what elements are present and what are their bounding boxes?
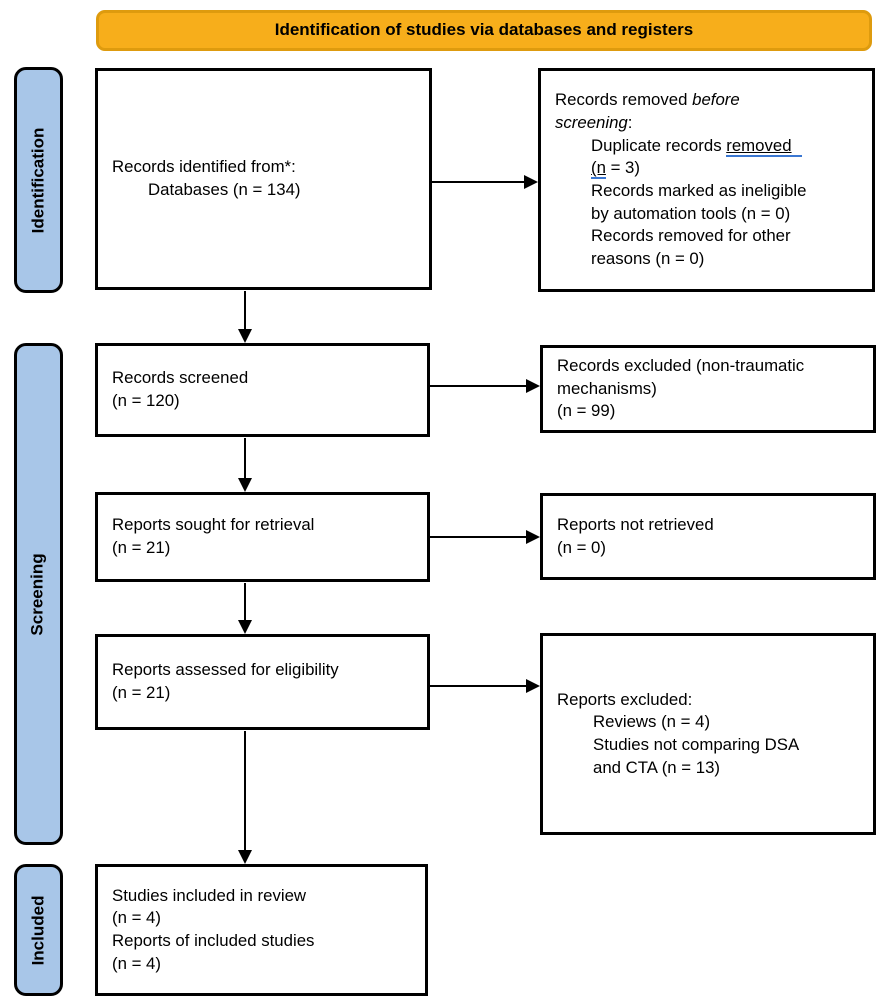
ineligible-automation-line2: by automation tools (n = 0) <box>591 203 791 223</box>
arrow-down-assessed-to-included-head <box>238 850 252 864</box>
banner-title: Identification of studies via databases … <box>274 20 694 40</box>
records-removed-title-italic2: screening <box>555 112 628 132</box>
removed-other-line2: reasons (n = 0) <box>591 249 705 269</box>
stage-label-screening-text: Screening <box>28 552 48 636</box>
duplicate-records-line2: (n = 3) <box>591 157 862 180</box>
records-excluded-line2: mechanisms) <box>557 378 657 398</box>
reports-assessed-line2: (n = 21) <box>112 683 171 702</box>
records-identified-line2: Databases (n = 134) <box>148 180 301 199</box>
records-removed-title-line2: screening: <box>555 112 862 135</box>
reports-assessed-line1: Reports assessed for eligibility <box>112 660 339 680</box>
duplicate-records-n-rest: = 3) <box>605 158 640 178</box>
stage-label-screening: Screening <box>14 343 63 845</box>
studies-included-line3: Reports of included studies <box>112 931 315 950</box>
arrow-down-identified-to-screened-line <box>244 291 246 329</box>
arrow-right-sought-to-notretrieved-head <box>526 530 540 544</box>
box-reports-assessed: Reports assessed for eligibility (n = 21… <box>95 634 430 730</box>
reports-excluded-title: Reports excluded: <box>557 689 693 709</box>
records-identified-line1: Records identified from*: <box>112 157 296 177</box>
box-reports-excluded: Reports excluded: Reviews (n = 4) Studie… <box>540 633 876 835</box>
records-removed-title-italic1: before <box>692 90 740 110</box>
records-excluded-line1: Records excluded (non-traumatic <box>557 356 805 375</box>
box-records-excluded: Records excluded (non-traumatic mechanis… <box>540 345 876 433</box>
duplicate-records-line1: Duplicate records removed <box>591 135 862 158</box>
banner: Identification of studies via databases … <box>96 10 872 51</box>
removed-other-line1: Records removed for other <box>591 226 791 246</box>
arrow-down-screened-to-sought-line <box>244 438 246 478</box>
duplicate-records-n-underlined: (n <box>591 158 606 180</box>
arrow-down-sought-to-assessed-head <box>238 620 252 634</box>
arrow-down-screened-to-sought-head <box>238 478 252 492</box>
box-records-screened: Records screened (n = 120) <box>95 343 430 437</box>
studies-included-line2: (n = 4) <box>112 908 161 928</box>
records-removed-title-pre: Records removed <box>555 90 693 110</box>
reports-sought-line2: (n = 21) <box>112 538 171 557</box>
stage-label-included: Included <box>14 864 63 996</box>
records-excluded-line3: (n = 99) <box>557 401 616 421</box>
box-studies-included: Studies included in review (n = 4) Repor… <box>95 864 428 996</box>
box-reports-not-retrieved: Reports not retrieved (n = 0) <box>540 493 876 580</box>
records-screened-line1: Records screened <box>112 368 249 388</box>
records-removed-title-colon: : <box>627 112 633 132</box>
box-records-removed-before-screening: Records removed before screening: Duplic… <box>538 68 875 292</box>
reports-not-retrieved-line1: Reports not retrieved <box>557 514 714 534</box>
reports-excluded-item-line1: Reviews (n = 4) <box>593 712 711 732</box>
box-reports-sought: Reports sought for retrieval (n = 21) <box>95 492 430 582</box>
arrow-down-assessed-to-included-line <box>244 731 246 850</box>
reports-excluded-item-line2: Studies not comparing DSA <box>593 735 800 754</box>
duplicate-records-pre: Duplicate records <box>591 135 727 155</box>
arrow-right-assessed-to-excluded-head <box>526 679 540 693</box>
arrow-right-screened-to-excluded-head <box>526 379 540 393</box>
box-records-identified: Records identified from*: Databases (n =… <box>95 68 432 290</box>
arrow-right-assessed-to-excluded-line <box>430 685 526 687</box>
duplicate-records-removed-underlined: removed <box>726 135 802 157</box>
arrow-right-sought-to-notretrieved-line <box>430 536 526 538</box>
arrow-down-identified-to-screened-head <box>238 329 252 343</box>
reports-not-retrieved-line2: (n = 0) <box>557 537 606 557</box>
stage-label-identification: Identification <box>14 67 63 293</box>
arrow-right-identified-to-removed-line <box>432 181 524 183</box>
records-removed-title-line1: Records removed before <box>555 89 862 112</box>
arrow-down-sought-to-assessed-line <box>244 583 246 620</box>
studies-included-line4: (n = 4) <box>112 953 161 973</box>
reports-sought-line1: Reports sought for retrieval <box>112 515 315 535</box>
ineligible-automation-line1: Records marked as ineligible <box>591 181 807 200</box>
arrow-right-screened-to-excluded-line <box>430 385 526 387</box>
arrow-right-identified-to-removed-head <box>524 175 538 189</box>
records-screened-line2: (n = 120) <box>112 391 180 410</box>
stage-label-included-text: Included <box>28 895 48 965</box>
studies-included-line1: Studies included in review <box>112 885 307 905</box>
stage-label-identification-text: Identification <box>28 127 48 233</box>
reports-excluded-item-line3: and CTA (n = 13) <box>593 757 721 777</box>
